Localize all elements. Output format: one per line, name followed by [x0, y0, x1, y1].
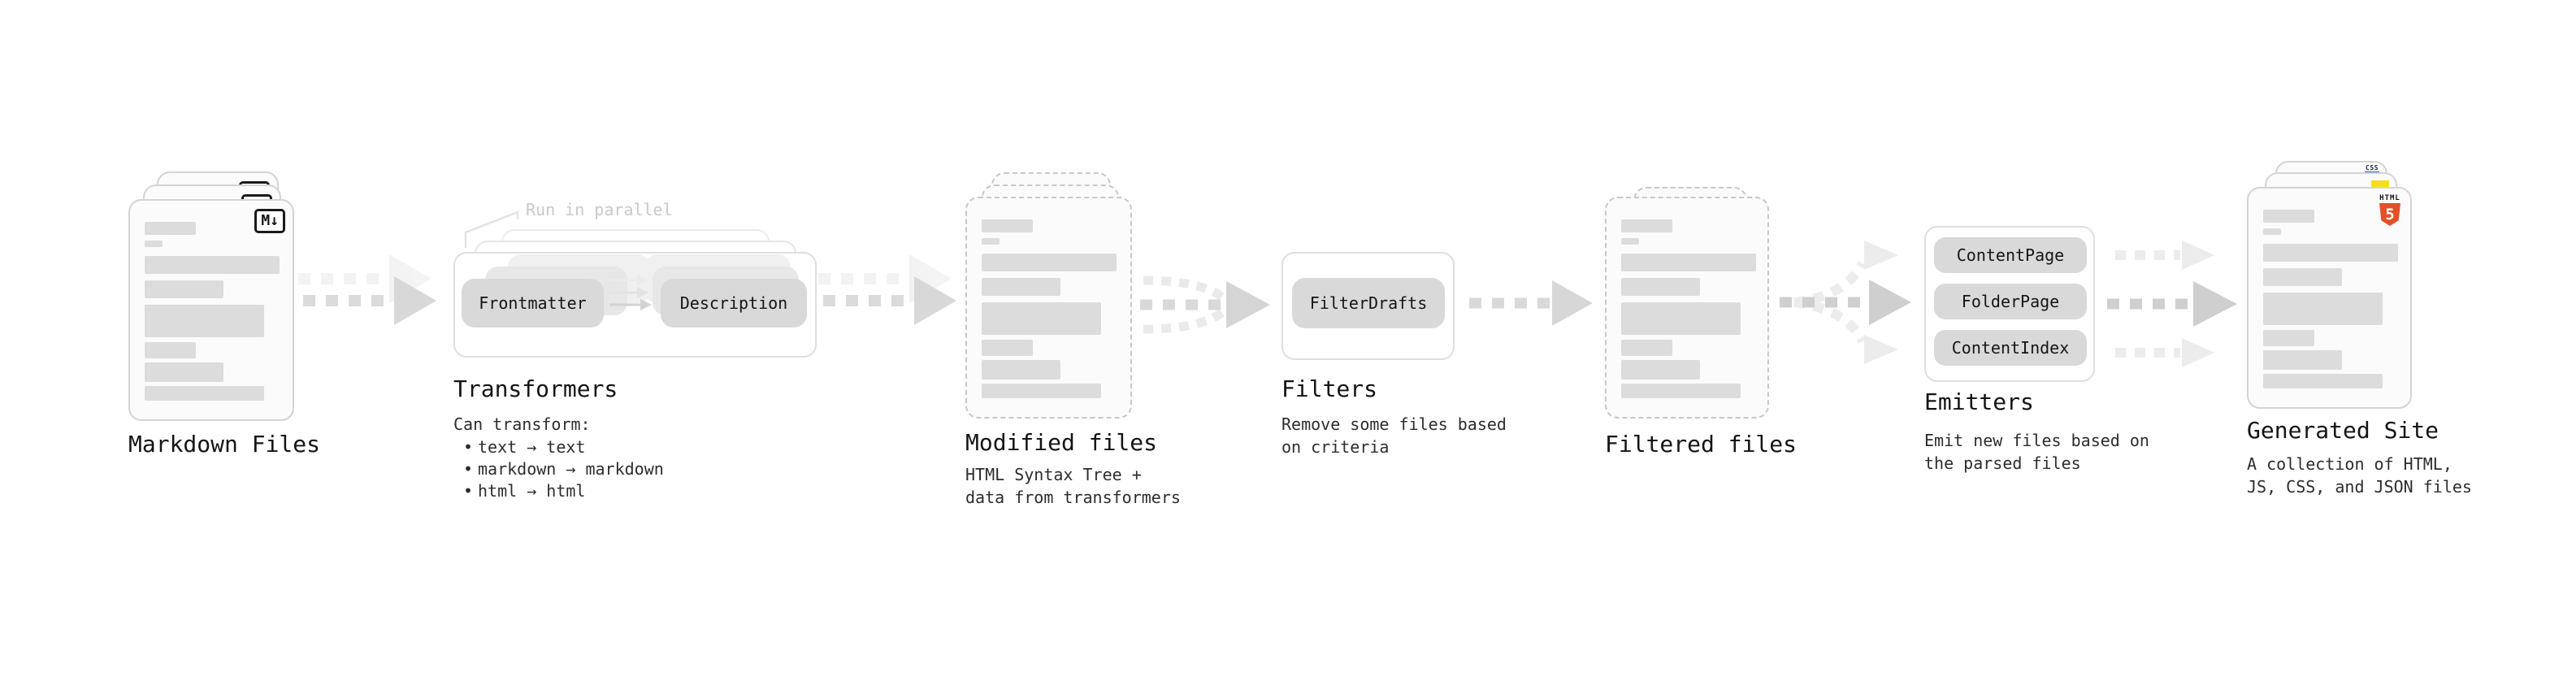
flow-arrow-transformers-to-modified-icon — [818, 254, 956, 325]
modified-files-desc: HTML Syntax Tree + data from transformer… — [965, 463, 1181, 509]
document-content-placeholder — [967, 198, 1130, 398]
flow-arrow-emitters-to-generated-icon — [2107, 241, 2237, 367]
document-content-placeholder — [2249, 189, 2410, 388]
html5-icon: HTML 5 — [2379, 194, 2400, 226]
frontmatter-pill: Frontmatter — [462, 279, 604, 327]
desc-line: HTML Syntax Tree + — [965, 465, 1142, 484]
document-content-placeholder — [130, 201, 293, 401]
filtered-file-card — [1605, 197, 1769, 419]
filtered-files-title: Filtered files — [1605, 431, 1798, 458]
flow-arrow-filtered-to-emitters-icon — [1780, 241, 1911, 364]
pill-to-pill-arrows-icon — [609, 275, 652, 310]
desc-line: A collection of HTML, — [2247, 454, 2452, 474]
flow-arrow-markdown-to-transformers-icon — [298, 254, 436, 325]
filterdrafts-pill: FilterDrafts — [1292, 278, 1445, 328]
markdown-file-card: M↓ — [128, 199, 294, 421]
filters-title: Filters — [1281, 375, 1378, 402]
flow-arrow-filters-to-filtered-icon — [1469, 280, 1593, 326]
folderpage-pill: FolderPage — [1934, 284, 2087, 319]
run-in-parallel-leader-line-icon — [464, 210, 519, 248]
generated-site-desc: A collection of HTML, JS, CSS, and JSON … — [2247, 453, 2472, 498]
desc-line: on criteria — [1281, 437, 1390, 457]
document-content-placeholder — [1607, 198, 1767, 398]
bullet-item: markdown → markdown — [453, 458, 664, 480]
emitters-desc: Emit new files based on the parsed files — [1924, 429, 2149, 475]
markdown-icon: M↓ — [254, 209, 285, 233]
filters-desc: Remove some files based on criteria — [1281, 413, 1507, 458]
generated-site-card: HTML 5 — [2247, 187, 2412, 409]
desc-line: JS, CSS, and JSON files — [2247, 477, 2472, 497]
generated-site-title: Generated Site — [2247, 417, 2439, 444]
description-pill: Description — [661, 279, 807, 327]
transformers-title: Transformers — [453, 375, 618, 402]
run-in-parallel-note: Run in parallel — [526, 200, 673, 219]
modified-files-title: Modified files — [965, 429, 1158, 456]
bullet-item: html → html — [453, 480, 664, 502]
desc-line: Emit new files based on — [1924, 431, 2149, 450]
transformers-desc-heading: Can transform: — [453, 414, 591, 434]
modified-file-card — [965, 197, 1132, 419]
emitters-title: Emitters — [1924, 388, 2034, 415]
desc-line: Remove some files based — [1281, 414, 1507, 434]
bullet-item: text → text — [453, 436, 664, 458]
markdown-files-title: Markdown Files — [128, 431, 321, 458]
flow-arrow-modified-to-filters-icon — [1140, 275, 1270, 334]
contentpage-pill: ContentPage — [1934, 237, 2087, 273]
desc-line: data from transformers — [965, 488, 1181, 507]
transformers-bullet-list: text → text markdown → markdown html → h… — [453, 436, 664, 502]
contentindex-pill: ContentIndex — [1934, 330, 2087, 366]
desc-line: the parsed files — [1924, 453, 2081, 473]
